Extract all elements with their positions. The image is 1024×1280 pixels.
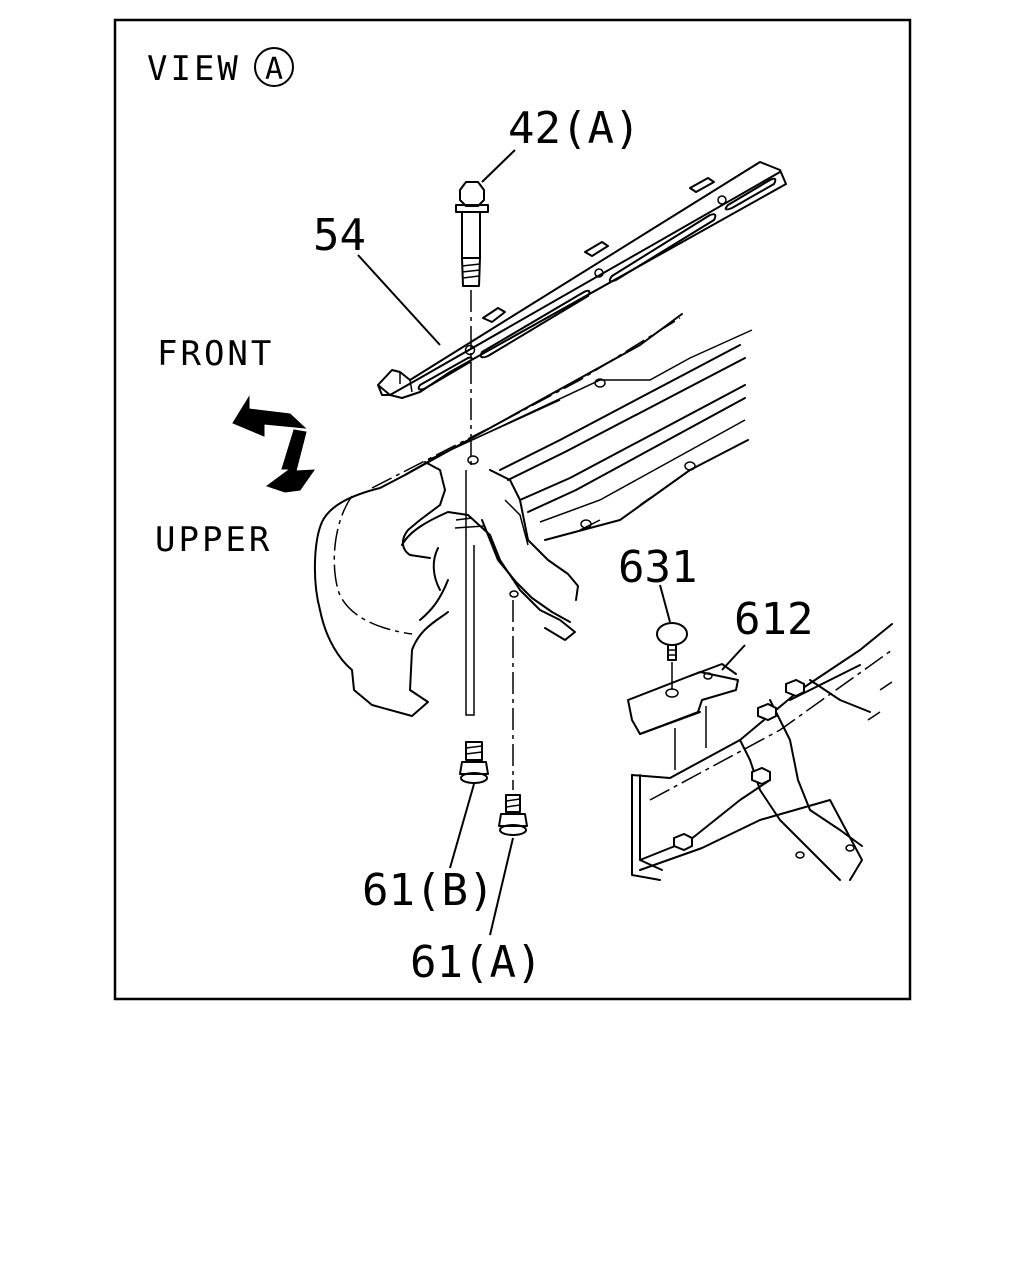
leader-54 (357, 254, 441, 346)
direction-arrow-icon (232, 395, 315, 493)
frame-bolt (673, 678, 805, 852)
push-clip-631 (656, 622, 688, 690)
frame-crossmember (631, 623, 893, 881)
callout-612: 612 (734, 594, 813, 645)
callout-631: 631 (618, 542, 697, 593)
leader-61a (489, 837, 514, 936)
leader-612 (721, 644, 746, 671)
callout-61a: 61(A) (410, 937, 542, 988)
leader-61b (449, 783, 475, 869)
front-label: FRONT (157, 334, 274, 374)
bolt-61b (459, 741, 489, 784)
fastener-drop-line-b (465, 470, 475, 716)
bolt-61a (498, 794, 528, 836)
leader-42a (481, 149, 516, 183)
diagram-frame (113, 18, 912, 1001)
callout-42a: 42(A) (508, 103, 640, 154)
view-title: VIEW (147, 49, 241, 89)
leader-631 (659, 584, 671, 623)
bolt-42a (455, 181, 489, 287)
bracket-part-54 (377, 161, 787, 399)
upper-label: UPPER (155, 520, 272, 560)
callout-54: 54 (313, 210, 366, 261)
clip-bracket-612 (627, 663, 739, 770)
svg-text:A: A (265, 52, 283, 87)
rear-bumper-assembly (313, 313, 753, 717)
view-marker: A (254, 47, 294, 87)
callout-61b: 61(B) (362, 865, 494, 916)
